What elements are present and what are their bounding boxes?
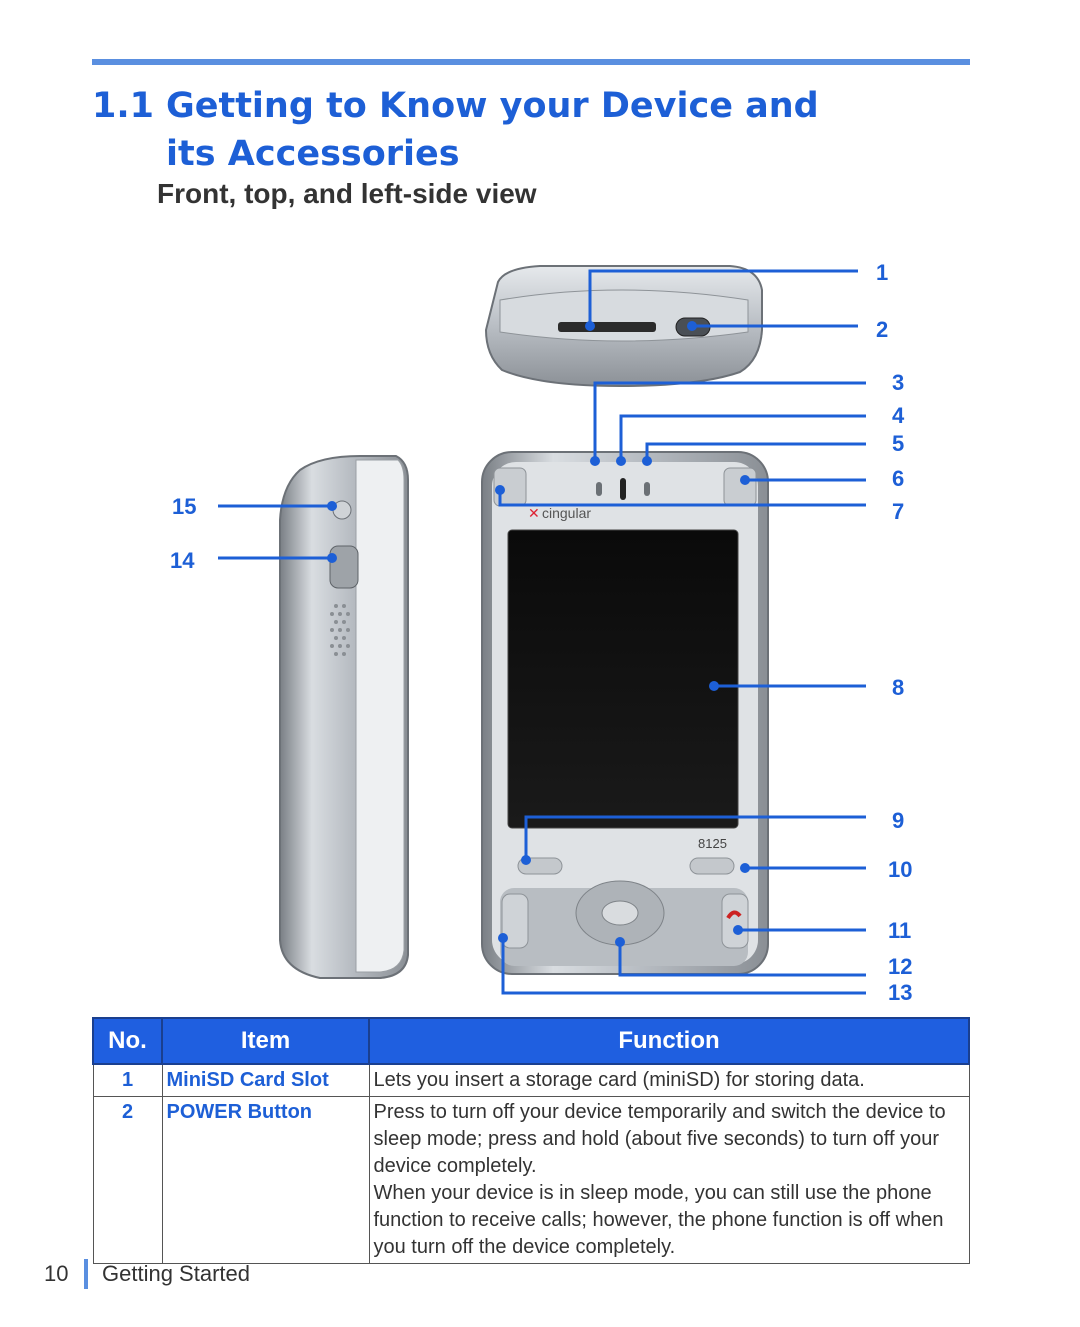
function-text: Lets you insert a storage card (miniSD) …: [373, 1069, 865, 1091]
volume-slider: [329, 545, 359, 589]
earpiece: [620, 478, 626, 500]
section-name: Getting Started: [102, 1261, 250, 1286]
footer-divider: [84, 1259, 88, 1289]
heading-line-2: its Accessories: [166, 134, 460, 174]
callout-7: 7: [892, 499, 904, 524]
heading-line-1: Getting to Know your Device and: [166, 86, 819, 126]
page-footer: 10 Getting Started: [44, 1258, 250, 1290]
device-top-view: [484, 265, 763, 388]
model-label: 8125: [698, 836, 727, 851]
speaker-grille: [330, 604, 350, 656]
callout-13: 13: [888, 980, 912, 1005]
table-header-row: No. Item Function: [92, 1017, 970, 1065]
minisd-slot: [558, 322, 656, 332]
callout-4: 4: [892, 403, 905, 428]
header-function: Function: [368, 1017, 970, 1065]
header-no: No.: [92, 1017, 163, 1065]
end-button: [721, 893, 749, 949]
callout-1: 1: [876, 260, 888, 285]
row-item: POWER Button: [161, 1096, 370, 1264]
top-rule: [92, 59, 970, 65]
device-side-view: [279, 455, 409, 979]
callout-dots: [327, 321, 750, 947]
callout-14: 14: [170, 548, 195, 573]
callout-12: 12: [888, 954, 912, 979]
callout-3: 3: [892, 370, 904, 395]
enter-button: [601, 900, 639, 926]
device-front-view: ✕ cingular 8125: [481, 451, 769, 975]
brand-logo: cingular: [542, 505, 591, 521]
subheading: Front, top, and left-side view: [157, 178, 537, 209]
internet-button: [723, 467, 757, 507]
header-item: Item: [161, 1017, 370, 1065]
brand-mark: ✕: [528, 505, 540, 521]
table-row: 1 MiniSD Card Slot Lets you insert a sto…: [92, 1064, 970, 1097]
section-number: 1.1: [92, 86, 155, 126]
function-text: Press to turn off your device temporaril…: [373, 1101, 946, 1177]
table-row: 2 POWER Button Press to turn off your de…: [92, 1096, 970, 1264]
callout-6: 6: [892, 466, 904, 491]
row-number: 1: [92, 1064, 163, 1097]
row-function: Lets you insert a storage card (miniSD) …: [368, 1064, 970, 1097]
callout-11: 11: [888, 918, 911, 943]
row-number: 2: [92, 1096, 163, 1264]
row-function: Press to turn off your device temporaril…: [368, 1096, 970, 1264]
row-item: MiniSD Card Slot: [161, 1064, 370, 1097]
callout-15: 15: [172, 494, 196, 519]
right-soft-key: [689, 857, 735, 875]
function-text: When your device is in sleep mode, you c…: [373, 1182, 944, 1258]
touch-screen: [507, 529, 739, 829]
callout-10: 10: [888, 857, 912, 882]
device-diagram: ✕ cingular 8125: [170, 260, 912, 1005]
function-table: No. Item Function 1 MiniSD Card Slot Let…: [92, 1017, 970, 1264]
callout-9: 9: [892, 808, 904, 833]
callout-8: 8: [892, 675, 904, 700]
callout-2: 2: [876, 317, 888, 342]
callout-5: 5: [892, 431, 904, 456]
talk-button: [501, 893, 529, 949]
section-heading: 1.1 Getting to Know your Device and its A…: [92, 82, 819, 178]
page-number: 10: [44, 1261, 69, 1286]
